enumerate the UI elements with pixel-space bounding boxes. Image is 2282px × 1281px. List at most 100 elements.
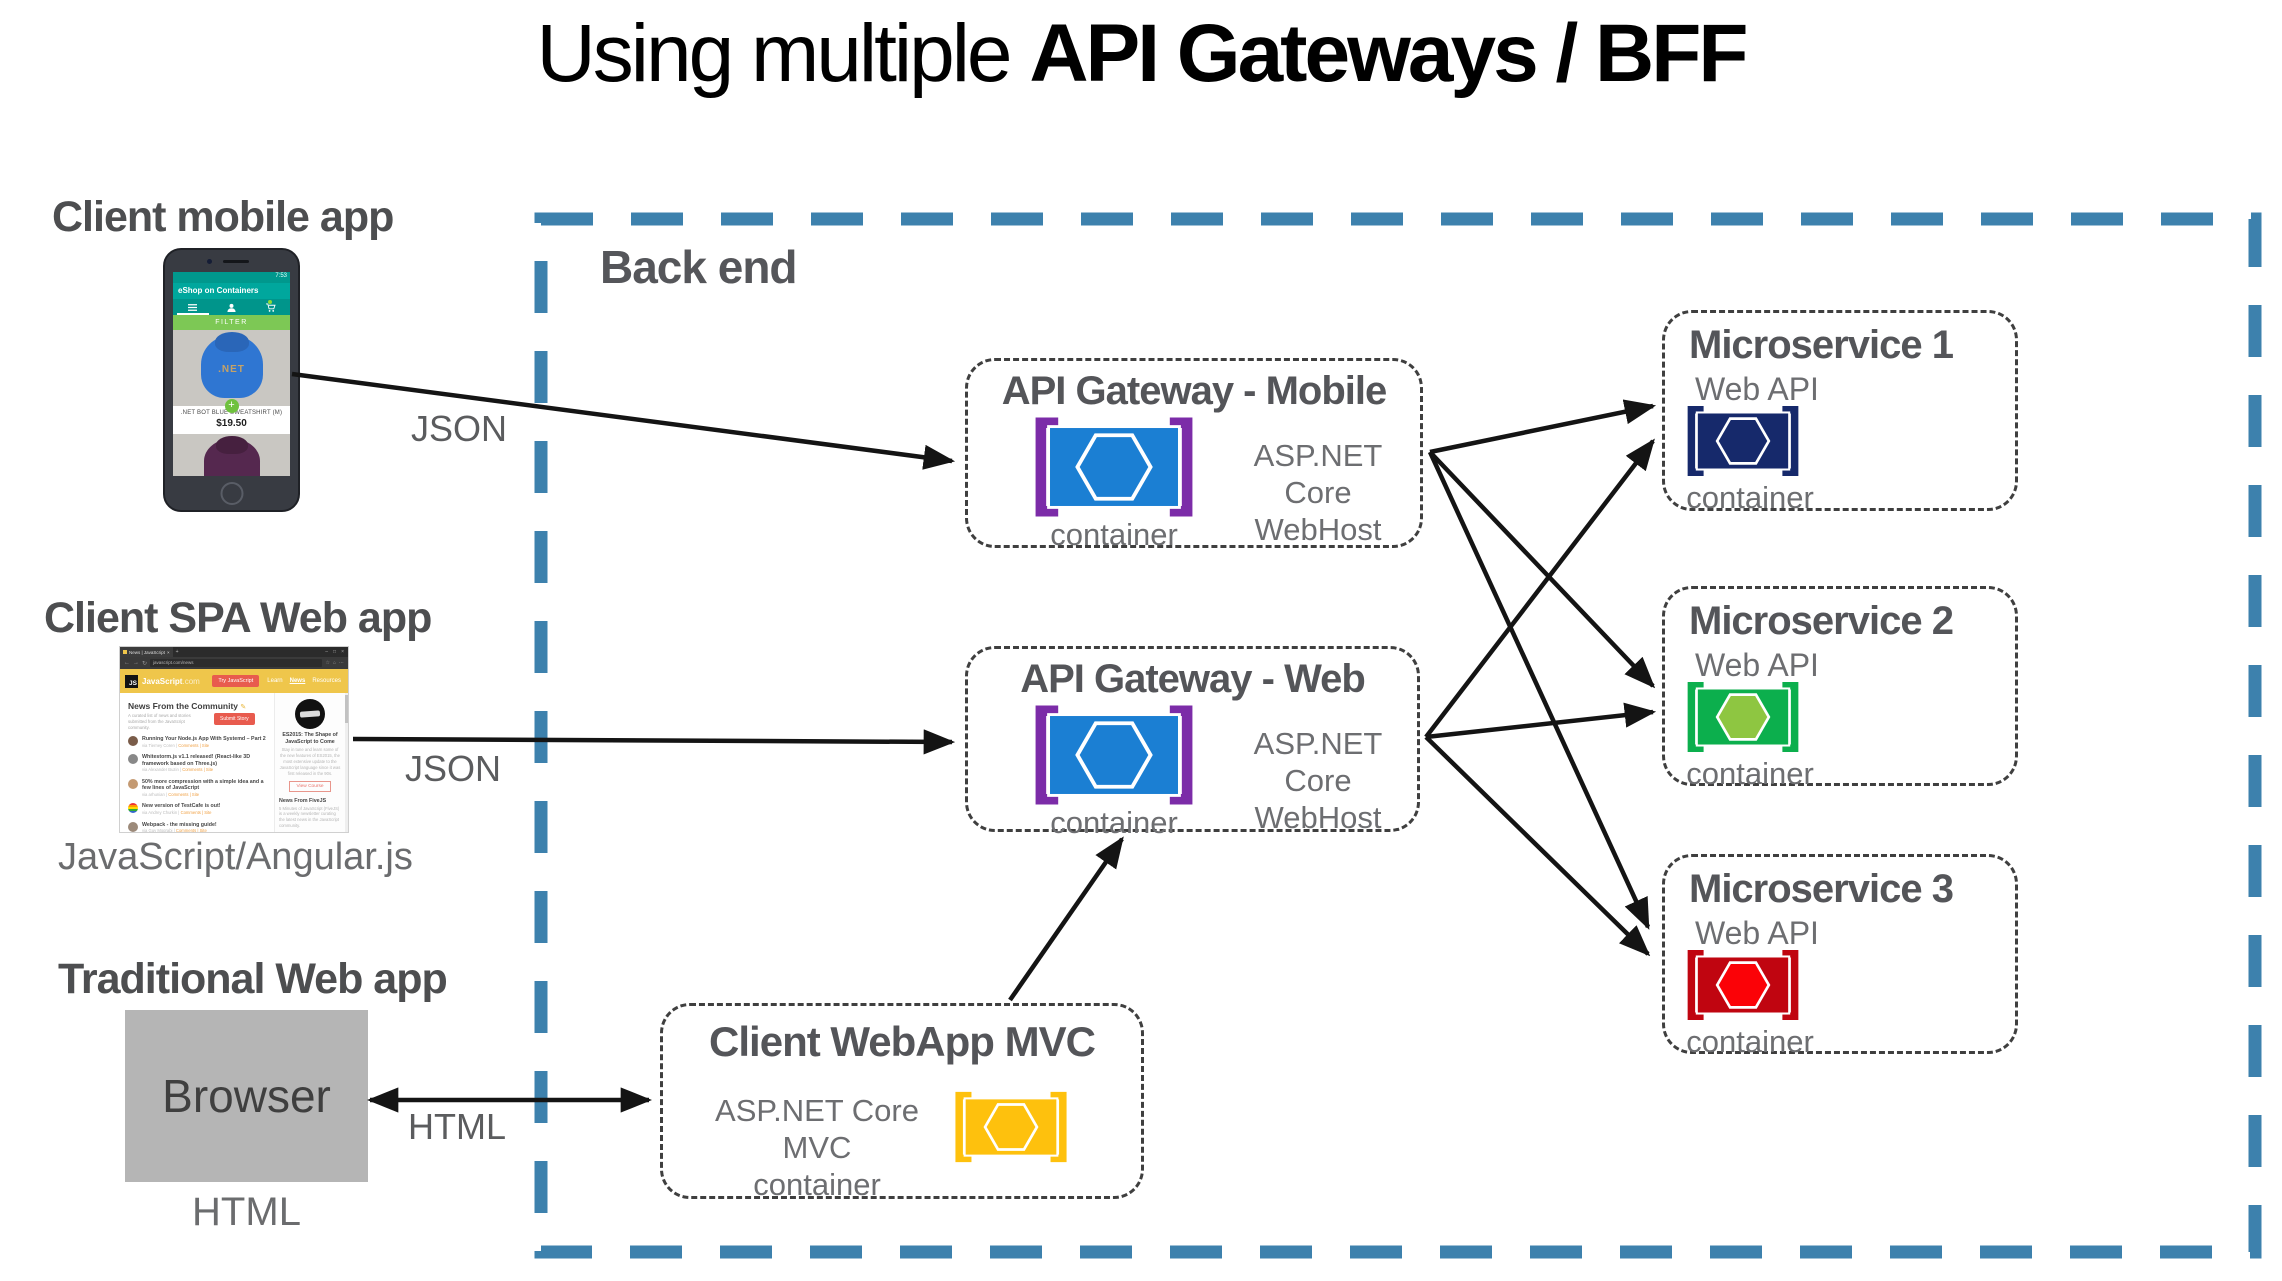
- phone-app-bar: eShop on Containers: [173, 283, 290, 299]
- json-edge-label: JSON: [404, 748, 501, 789]
- news-item: Webpack - the missing guide!via Guy Mogr…: [128, 821, 269, 832]
- scrollbar-thumb: [345, 695, 348, 723]
- new-tab-icon: +: [175, 649, 179, 655]
- add-to-cart-button: +: [224, 399, 239, 413]
- es2015-logo: [295, 699, 325, 729]
- site-brand: JavaScript.com: [142, 677, 200, 686]
- microservice-subtitle: Web API: [1695, 371, 1819, 407]
- cart-badge: [268, 300, 272, 304]
- news-item: 50% more compression with a simple idea …: [128, 778, 269, 798]
- microservice-1-box: Microservice 1 Web API container: [1662, 310, 2018, 515]
- edge-spa-to-gw-web: [352, 729, 956, 755]
- backend-label: Back end: [600, 241, 798, 293]
- menu-icon: [188, 303, 197, 311]
- maximize-icon: □: [333, 649, 337, 655]
- more-icon: ⋯: [339, 660, 344, 666]
- js-logo: JS: [125, 674, 138, 688]
- container-caption: container: [1050, 517, 1178, 552]
- star-icon: ☆: [325, 660, 330, 666]
- close-icon: ×: [341, 649, 344, 655]
- news-subtitle: A curated list of news and stories submi…: [128, 713, 191, 730]
- news-column: News From the Community ✎ A curated list…: [120, 693, 274, 832]
- javascript-site-header: JS JavaScript.com Try JavaScript Learn N…: [120, 669, 348, 693]
- container-icon: [1028, 704, 1200, 806]
- phone-tab-bar: [173, 299, 290, 315]
- scrollbar: [345, 693, 348, 832]
- blue-hoodie-graphic: .NET: [200, 332, 263, 398]
- container-icon: [1028, 416, 1200, 518]
- news-item-title: Whitestorm.js v1.1 released! (React-like…: [142, 754, 251, 767]
- phone-status-bar: 7:53: [173, 272, 290, 283]
- home-icon: ⌂: [332, 660, 336, 666]
- refresh-icon: ↻: [142, 660, 148, 667]
- microservice-2-box: Microservice 2 Web API container: [1662, 586, 2018, 791]
- container-icon: [1681, 681, 1805, 753]
- microservice-3-box: Microservice 3 Web API container: [1662, 854, 2018, 1059]
- person-icon: [227, 303, 236, 312]
- product-image: .NET +: [173, 330, 290, 413]
- view-course-button: View Course: [289, 780, 331, 792]
- json-edge-label: JSON: [410, 408, 507, 449]
- sidebar-column: ES2015: The Shape of JavaScript to Come …: [274, 693, 345, 832]
- forward-icon: →: [133, 660, 139, 666]
- traditional-caption: HTML: [192, 1190, 301, 1234]
- browser-title-bar: News | JavaScript× + –□ ×: [120, 647, 348, 657]
- container-icon: [1681, 405, 1805, 477]
- brand-suffix: .com: [182, 676, 200, 686]
- container-icon: [1681, 949, 1805, 1021]
- site-body: News From the Community ✎ A curated list…: [120, 693, 348, 832]
- news-item: Whitestorm.js v1.1 released! (React-like…: [128, 754, 269, 773]
- page-title: Using multiple API Gateways / BFF: [0, 2, 2282, 106]
- news-item-title: Webpack - the missing guide!: [142, 821, 217, 828]
- news-item-meta: via arhunian | Comments | Site: [142, 791, 200, 797]
- page-title-bold: API Gateways / BFF: [1029, 8, 1748, 99]
- news-item-meta: via Alexander Buzin | Comments | Site: [142, 767, 214, 773]
- edge-mobile-to-gw-mobile: [291, 371, 956, 470]
- html-edge-label: HTML: [408, 1106, 506, 1147]
- news-heading: News From the Community ✎: [128, 701, 269, 711]
- microservice-title: Microservice 3: [1689, 867, 1954, 911]
- avatar: [128, 735, 138, 746]
- course-text: Stay in tune and learn some of the new f…: [279, 747, 341, 776]
- news-item-meta: via Guy Mograbi | Comments | Site: [142, 828, 207, 832]
- minimize-icon: –: [325, 649, 329, 655]
- container-icon: [951, 1090, 1071, 1164]
- mvc-title: Client WebApp MVC: [709, 1018, 1096, 1065]
- edge-gw-mobile-to-ms1: [1429, 399, 1657, 455]
- avatar: [128, 778, 138, 789]
- avatar: [128, 803, 138, 814]
- phone-camera-icon: [207, 259, 212, 264]
- microservice-title: Microservice 2: [1689, 599, 1954, 643]
- page-title-regular: Using multiple: [536, 8, 1030, 99]
- traditional-web-heading: Traditional Web app: [58, 955, 448, 1003]
- edge-gw-web-to-ms1: [1424, 438, 1655, 739]
- edge-gw-mobile-to-ms2: [1428, 450, 1656, 689]
- avatar: [128, 821, 138, 832]
- edge-mvc-to-gw-web: [1008, 836, 1124, 1002]
- filter-button: FILTER: [173, 315, 290, 330]
- url-field: javascript.com/news: [150, 659, 323, 667]
- news-item-title: 50% more compression with a simple idea …: [142, 778, 264, 792]
- news-item-meta: via Tierney Coren | Comments | Site: [142, 742, 210, 748]
- nav-learn: Learn: [267, 678, 283, 684]
- microservice-subtitle: Web API: [1695, 647, 1819, 683]
- course-title: ES2015: The Shape of JavaScript to Come: [282, 732, 338, 745]
- news-heading-text: News From the Community: [128, 701, 239, 711]
- favicon: [123, 650, 127, 654]
- microservice-title: Microservice 1: [1689, 323, 1954, 367]
- browser-tab: News | JavaScript×: [120, 647, 173, 657]
- fivejs-heading: News From FiveJS: [279, 797, 327, 804]
- window-controls: –□ ×: [325, 649, 348, 655]
- container-caption: container: [1686, 1024, 1814, 1059]
- try-javascript-button: Try JavaScript: [212, 675, 260, 687]
- edge-gw-web-to-ms2: [1425, 702, 1657, 740]
- pencil-icon: ✎: [240, 704, 247, 711]
- purple-hoodie-graphic: [203, 436, 260, 476]
- browser-address-bar: ← → ↻ javascript.com/news ☆ ⌂ ⋯: [120, 657, 348, 669]
- container-caption: container: [1686, 756, 1814, 791]
- news-item-meta: via Andrey Churkin | Comments | Site: [142, 810, 212, 816]
